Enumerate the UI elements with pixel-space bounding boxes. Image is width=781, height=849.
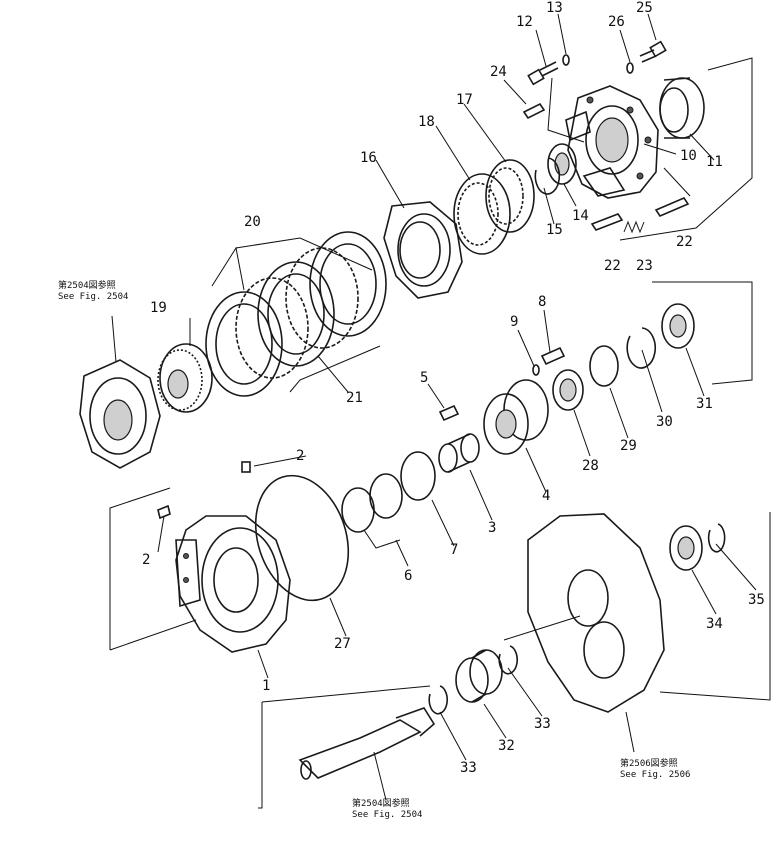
callout-6: 6 [404,568,412,584]
part-14-bearing [547,143,577,185]
part-4-flange [483,379,549,455]
part-35-snap-ring [707,523,726,553]
part-18-gear [453,173,511,255]
part-29-collar [589,345,619,387]
ref-fig2504-bottom-jp: 第2504図参照 [352,797,410,809]
callout-26: 26 [608,14,625,30]
callout-numbers: 1 2 2 3 4 5 6 7 8 9 10 11 12 13 14 15 16… [142,0,765,776]
callout-29: 29 [620,438,637,454]
part-30-snap-ring [626,327,656,369]
callout-18: 18 [418,114,435,130]
figure-references: 第2504図参照 See Fig. 2504 第2504図参照 See Fig.… [58,279,690,820]
callout-17: 17 [456,92,473,108]
leader-lines [109,13,771,809]
part-2-plug-b [157,504,171,520]
ref-fig2504-top-en: See Fig. 2504 [58,292,128,302]
callout-32: 32 [498,738,515,754]
callout-22-left: 22 [604,258,621,274]
callout-5: 5 [420,370,428,386]
carrier-fig2504 [79,359,161,469]
part-28-bearing [552,369,584,411]
callout-13: 13 [546,0,563,16]
part-5-plug [438,404,460,422]
part-7-o-ring [400,451,436,501]
callout-8: 8 [538,294,546,310]
part-13-washer [562,54,570,66]
callout-10: 10 [680,148,697,164]
ref-fig2504-bottom-en: See Fig. 2504 [352,810,422,820]
part-20-21-clutch-pack [205,231,387,397]
callout-11: 11 [706,154,723,170]
part-3-sleeve [438,433,480,473]
callout-21: 21 [346,390,363,406]
part-15-snap-ring [534,157,561,195]
ref-fig2506-jp: 第2506図参照 [620,757,678,769]
callout-19: 19 [150,300,167,316]
callout-24: 24 [490,64,507,80]
part-26-washer [626,62,634,74]
part-32-roller-bearing [455,649,503,703]
callout-20: 20 [244,214,261,230]
callout-33-left: 33 [460,760,477,776]
callout-2-lower: 2 [142,552,150,568]
part-24-pin [522,102,546,120]
part-25-bolt [639,40,667,63]
callout-12: 12 [516,14,533,30]
callout-15: 15 [546,222,563,238]
callout-14: 14 [572,208,589,224]
callout-35: 35 [748,592,765,608]
part-34-bearing [669,525,703,571]
part-17-gear [485,159,535,233]
part-8-bolt [540,346,566,366]
callout-30: 30 [656,414,673,430]
part-19-hub [157,343,213,413]
part-12-bolt [527,61,559,86]
callout-28: 28 [582,458,599,474]
shaft-fig2504 [298,707,436,780]
part-22-23-pins-spring [590,197,690,234]
part-33-snap-ring-a [428,685,448,715]
callout-7: 7 [450,542,458,558]
part-1-housing [175,515,291,653]
callout-27: 27 [334,636,351,652]
callout-1: 1 [262,678,270,694]
part-33-snap-ring-b [498,645,518,675]
callout-22-right: 22 [676,234,693,250]
part-2-plug-a [241,461,251,473]
part-9-washer [532,364,540,376]
callout-33-right: 33 [534,716,551,732]
callout-9: 9 [510,314,518,330]
part-10-pump-body [565,85,659,199]
callout-2-upper: 2 [296,448,304,464]
callout-31: 31 [696,396,713,412]
callout-23: 23 [636,258,653,274]
ref-fig2504-top-jp: 第2504図参照 [58,279,116,291]
part-16-plate [383,201,463,299]
case-fig2506 [527,513,665,713]
part-6-rings [341,473,403,533]
callout-16: 16 [360,150,377,166]
callout-3: 3 [488,520,496,536]
part-27-seal-ring [254,474,350,602]
callout-25: 25 [636,0,653,16]
ref-fig2506-en: See Fig. 2506 [620,770,690,780]
callout-34: 34 [706,616,723,632]
part-11-ring [659,77,705,139]
part-31-bearing [661,303,695,349]
callout-4: 4 [542,488,550,504]
